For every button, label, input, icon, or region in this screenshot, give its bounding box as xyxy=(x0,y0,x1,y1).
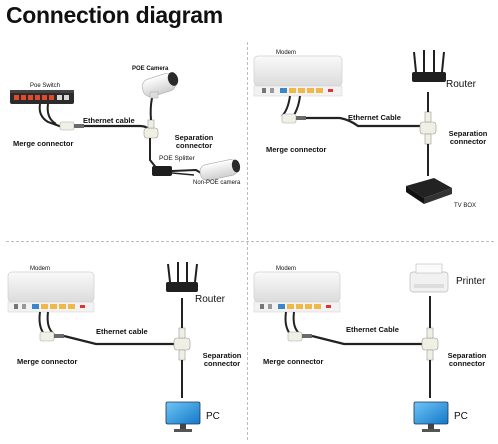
ethernet-cable-label-3: Ethernet cable xyxy=(96,327,148,336)
merge-connector-4 xyxy=(287,331,312,342)
pc-label-4: PC xyxy=(454,411,468,422)
merge-connector-label-2: Merge connector xyxy=(266,145,327,154)
router-device xyxy=(412,50,446,82)
modem-label-3: Modem xyxy=(30,266,51,272)
separation-connector-label-1: Separation connector xyxy=(174,133,214,150)
printer-label: Printer xyxy=(456,276,486,287)
vertical-divider xyxy=(247,42,248,440)
poe-splitter-device xyxy=(152,166,207,177)
pc-monitor-device-3 xyxy=(165,401,201,432)
separation-connector-2 xyxy=(419,111,437,145)
panel-1-artwork xyxy=(10,72,241,181)
poe-camera-label: POE Camera xyxy=(132,66,169,72)
merge-connector-label-3: Merge connector xyxy=(17,357,78,366)
merge-connector-3 xyxy=(39,331,64,342)
diagram-title: Connection diagram xyxy=(6,2,223,28)
non-poe-camera-device xyxy=(199,159,241,181)
router-label-2: Router xyxy=(446,79,477,90)
separation-connector-1 xyxy=(143,119,159,139)
merge-connector-label-1: Merge connector xyxy=(13,139,74,148)
pc-label-3: PC xyxy=(206,411,220,422)
tv-box-device xyxy=(406,178,452,204)
ethernet-cable-label-1: Ethernet cable xyxy=(83,116,135,125)
poe-splitter-label: POE Splitter xyxy=(159,155,195,162)
router-device-3 xyxy=(166,262,198,292)
modem-label-4: Modem xyxy=(276,266,297,272)
modem-device-3 xyxy=(7,271,95,313)
ethernet-cable-label-4: Ethernet Cable xyxy=(346,325,399,334)
panel-3-artwork xyxy=(7,262,201,432)
separation-connector-3 xyxy=(173,327,191,361)
separation-connector-4 xyxy=(421,327,439,361)
poe-camera-device xyxy=(141,72,179,99)
poe-switch-device xyxy=(10,90,74,104)
pc-monitor-device-4 xyxy=(413,401,449,432)
panel-2-artwork xyxy=(253,50,452,204)
separation-connector-label-4: Separation connector xyxy=(447,351,487,368)
modem-device xyxy=(253,55,343,97)
horizontal-divider xyxy=(6,241,494,242)
non-poe-camera-label: Non-POE camera xyxy=(193,180,241,186)
panel-4-artwork xyxy=(253,263,449,432)
router-label-3: Router xyxy=(195,294,226,305)
modem-label-2: Modem xyxy=(276,50,297,56)
poe-switch-label: Poe Switch xyxy=(30,83,61,89)
printer-device xyxy=(409,263,449,293)
modem-device-4 xyxy=(253,271,341,313)
ethernet-cable-label-2: Ethernet Cable xyxy=(348,113,401,122)
separation-connector-label-2: Separation connector xyxy=(448,129,488,146)
separation-connector-label-3: Separation connector xyxy=(202,351,242,368)
tv-box-label: TV BOX xyxy=(454,203,477,209)
merge-connector-label-4: Merge connector xyxy=(263,357,324,366)
merge-connector-2 xyxy=(281,113,306,124)
merge-connector-1 xyxy=(59,121,84,131)
